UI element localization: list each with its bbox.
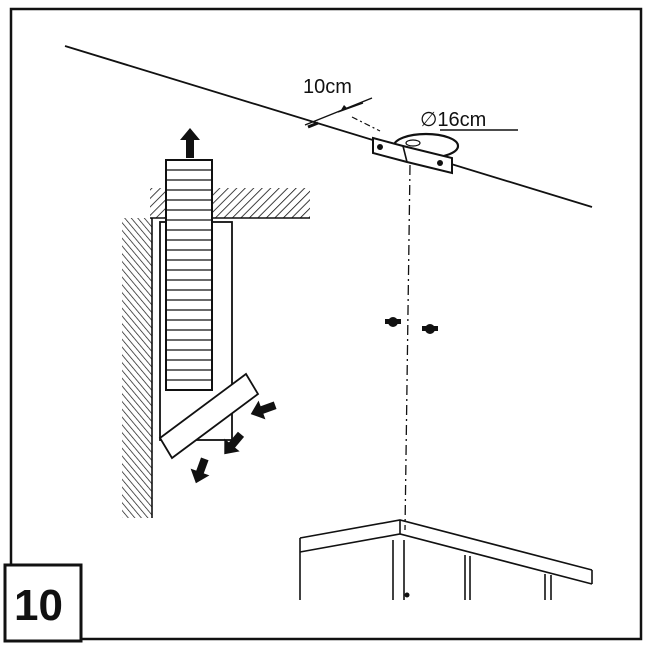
hood-panel [158,372,260,460]
step-badge [3,563,83,643]
spacing-dimension: 10cm [303,76,381,132]
spacing-label: 10cm [303,76,352,98]
arrow-icon [190,457,210,484]
screw-icon [422,324,438,334]
diameter-label: ∅16cm [420,109,486,131]
cabinet [299,519,593,600]
wall [122,218,152,518]
frame [9,7,643,641]
center-line [404,164,411,531]
arrow-icon [224,431,245,455]
step-number: 10 [14,581,63,630]
ceiling-line [64,45,593,208]
arrow-icon [250,400,277,420]
screw-icon [385,317,401,327]
arrow-icon [180,128,200,158]
mounting-bracket-icon [372,136,453,175]
chimney-duct [159,159,233,441]
